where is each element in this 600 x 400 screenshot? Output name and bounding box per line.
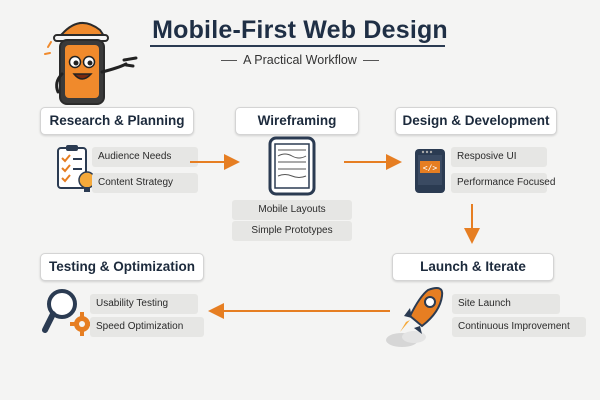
list-item: Audience Needs (92, 147, 198, 167)
list-item: Simple Prototypes (232, 221, 352, 241)
phone-mascot-icon (44, 22, 138, 105)
list-item: Mobile Layouts (232, 200, 352, 220)
stage-title-research: Research & Planning (40, 107, 194, 135)
stage-title-wireframing: Wireframing (235, 107, 359, 135)
page-subtitle: A Practical Workflow (200, 53, 400, 67)
stage-title-launch: Launch & Iterate (392, 253, 554, 281)
phone-wireframe-icon (268, 136, 316, 196)
list-item: Continuous Improvement (452, 317, 586, 337)
code-phone-icon: </> (415, 149, 445, 193)
rocket-icon (386, 287, 444, 347)
stage-title-design: Design & Development (395, 107, 557, 135)
list-item: Performance Focused (451, 173, 555, 193)
page-title: Mobile-First Web Design (152, 16, 448, 44)
list-item: Resposive UI (451, 147, 547, 167)
list-item: Content Strategy (92, 173, 198, 193)
stage-title-testing: Testing & Optimization (40, 253, 204, 281)
list-item: Site Launch (452, 294, 560, 314)
list-item: Usability Testing (90, 294, 198, 314)
svg-text:</>: </> (423, 164, 438, 173)
title-underline (150, 45, 445, 47)
magnifier-gear-icon (42, 289, 94, 336)
list-item: Speed Optimization (90, 317, 204, 337)
